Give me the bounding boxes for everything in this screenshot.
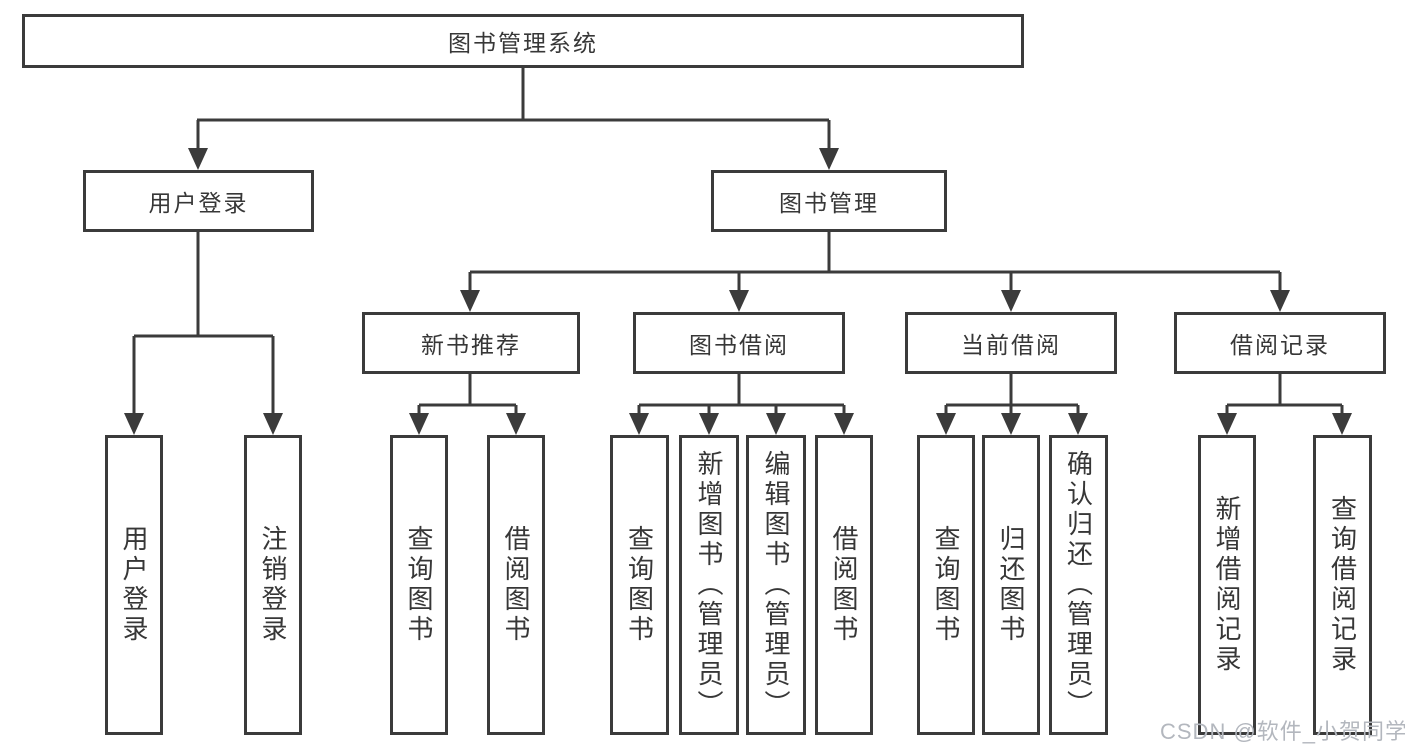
leaf-add-book-admin: 新增图书（管理员）: [679, 435, 739, 735]
node-current-borrowing: 当前借阅: [905, 312, 1117, 374]
leaf-query-books-borrow: 查询图书: [610, 435, 669, 735]
leaf-query-borrow-record: 查询借阅记录: [1313, 435, 1372, 735]
node-label: 借阅记录: [1230, 332, 1330, 358]
leaf-label: 查询借阅记录: [1327, 495, 1358, 675]
leaf-label: 查询图书: [404, 525, 434, 645]
node-label: 当前借阅: [961, 332, 1061, 358]
leaf-user-login: 用户登录: [105, 435, 163, 735]
leaf-return-books: 归还图书: [982, 435, 1040, 735]
node-user-login: 用户登录: [83, 170, 314, 232]
node-book-borrowing: 图书借阅: [633, 312, 845, 374]
node-book-management: 图书管理: [711, 170, 947, 232]
leaf-label: 查询图书: [931, 525, 961, 645]
leaf-label: 借阅图书: [501, 525, 531, 645]
leaf-label: 新增借阅记录: [1212, 495, 1242, 675]
leaf-add-borrow-record: 新增借阅记录: [1198, 435, 1256, 735]
node-label: 用户登录: [148, 190, 249, 216]
leaf-label: 归还图书: [996, 525, 1026, 645]
node-library-management-system: 图书管理系统: [22, 14, 1024, 68]
leaf-label: 新增图书（管理员）: [694, 450, 724, 720]
leaf-label: 确认归还（管理员）: [1063, 450, 1094, 720]
node-label: 图书管理: [779, 190, 879, 216]
leaf-edit-book-admin: 编辑图书（管理员）: [746, 435, 806, 735]
leaf-query-books-recommend: 查询图书: [390, 435, 448, 735]
node-label: 新书推荐: [421, 332, 521, 358]
leaf-label: 注销登录: [258, 525, 288, 645]
leaf-borrow-books: 借阅图书: [815, 435, 873, 735]
leaf-confirm-return-admin: 确认归还（管理员）: [1049, 435, 1108, 735]
leaf-query-books-current: 查询图书: [917, 435, 975, 735]
leaf-borrow-books-recommend: 借阅图书: [487, 435, 545, 735]
node-new-book-recommend: 新书推荐: [362, 312, 580, 374]
node-label: 图书管理系统: [448, 30, 598, 56]
node-label: 图书借阅: [689, 332, 789, 358]
watermark: CSDN @软件_小贺同学: [1160, 719, 1405, 744]
leaf-label: 用户登录: [119, 525, 149, 645]
node-borrowing-records: 借阅记录: [1174, 312, 1386, 374]
leaf-logout: 注销登录: [244, 435, 302, 735]
leaf-label: 借阅图书: [829, 525, 859, 645]
leaf-label: 查询图书: [624, 525, 655, 645]
leaf-label: 编辑图书（管理员）: [761, 450, 791, 720]
